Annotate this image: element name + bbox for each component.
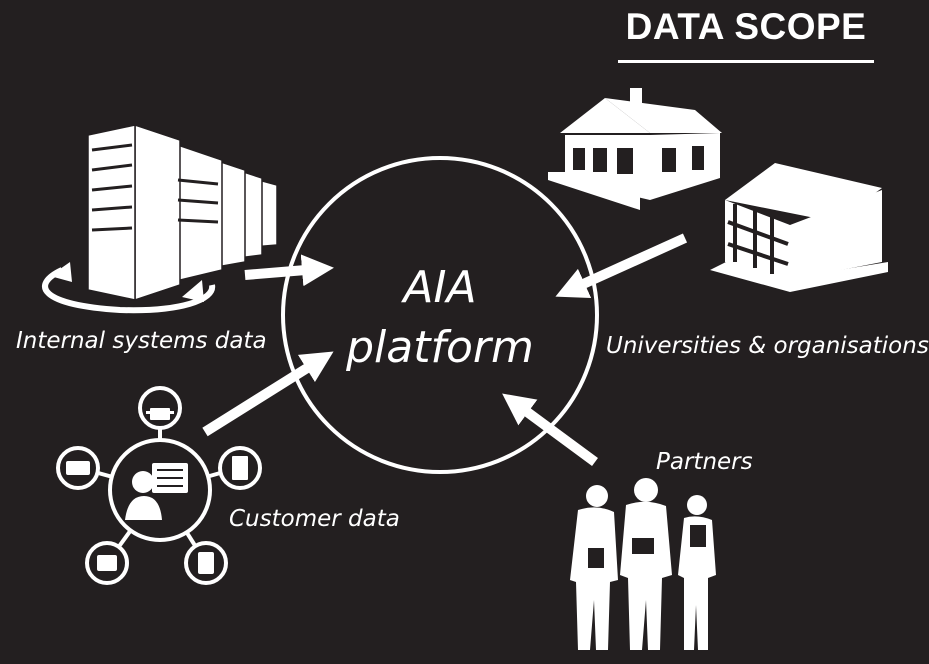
label-universities: Universities & organisations — [606, 333, 929, 359]
arrow-internal — [244, 254, 334, 287]
platform-name-line1: AIA — [403, 262, 477, 313]
label-partners: Partners — [656, 449, 753, 475]
label-internal-systems: Internal systems data — [16, 328, 267, 354]
platform-circle — [281, 156, 599, 474]
arrow-universities — [555, 233, 688, 298]
diagram-title: DATA SCOPE — [625, 6, 867, 47]
arrow-partners — [502, 393, 598, 467]
business-people-icon — [570, 478, 716, 650]
customer-network-icon — [56, 386, 262, 585]
platform-name-line2: platform — [346, 322, 534, 373]
office-building-icon — [710, 163, 888, 292]
title-underline — [618, 60, 874, 63]
server-rack-icon — [42, 123, 278, 314]
house-icon — [548, 88, 722, 210]
label-customer-data: Customer data — [229, 506, 400, 532]
arrow-customer — [202, 351, 334, 437]
